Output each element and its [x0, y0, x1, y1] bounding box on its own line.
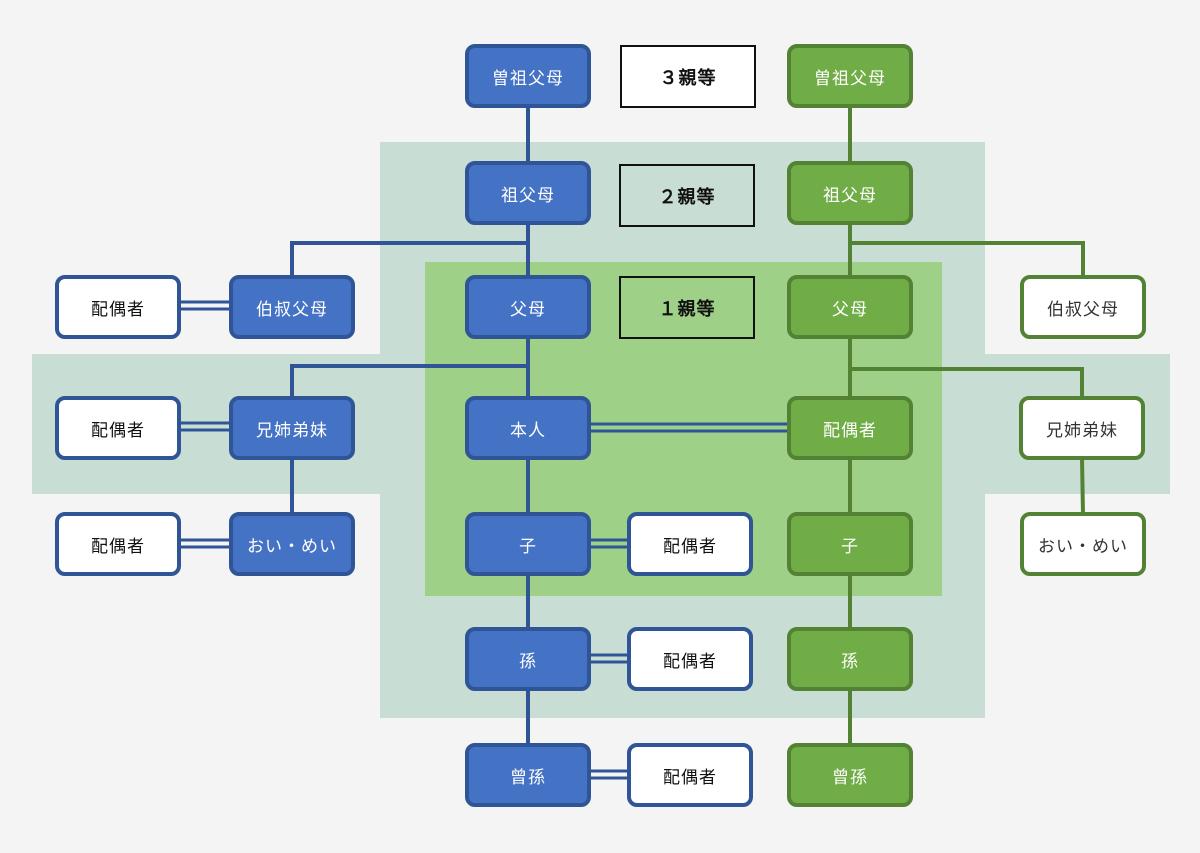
node-self-great-grandchildren[interactable]: 曾孫 — [465, 743, 591, 807]
node-siblings-left[interactable]: 兄姉弟妹 — [229, 396, 355, 460]
degree-label-2: ２親等 — [619, 164, 755, 227]
node-spouse-great-grandparents[interactable]: 曽祖父母 — [787, 44, 913, 108]
node-spouse-grandparents[interactable]: 祖父母 — [787, 161, 913, 225]
node-nephews-nieces-spouse-left[interactable]: 配偶者 — [55, 512, 181, 576]
node-self-grandchildren[interactable]: 孫 — [465, 627, 591, 691]
node-spouse[interactable]: 配偶者 — [787, 396, 913, 460]
node-nephews-nieces-right[interactable]: おい・めい — [1020, 512, 1146, 576]
node-self[interactable]: 本人 — [465, 396, 591, 460]
line-to-uncles-right — [850, 241, 1085, 275]
node-great-grandchildren-spouse[interactable]: 配偶者 — [627, 743, 753, 807]
node-uncles-aunts-spouse-left[interactable]: 配偶者 — [55, 275, 181, 339]
line-to-uncles-left — [290, 241, 528, 275]
node-uncles-aunts-left[interactable]: 伯叔父母 — [229, 275, 355, 339]
node-self-parents[interactable]: 父母 — [465, 275, 591, 339]
node-nephews-nieces-left[interactable]: おい・めい — [229, 512, 355, 576]
node-spouse-parents[interactable]: 父母 — [787, 275, 913, 339]
line-siblings-to-nephews-right — [1080, 457, 1085, 515]
node-siblings-right[interactable]: 兄姉弟妹 — [1019, 396, 1145, 460]
line-to-siblings-left — [290, 364, 528, 396]
node-spouse-grandchildren[interactable]: 孫 — [787, 627, 913, 691]
line-to-siblings-right — [850, 367, 1084, 396]
node-children-spouse[interactable]: 配偶者 — [627, 512, 753, 576]
node-self-children[interactable]: 子 — [465, 512, 591, 576]
node-spouse-children[interactable]: 子 — [787, 512, 913, 576]
node-spouse-great-grandchildren[interactable]: 曾孫 — [787, 743, 913, 807]
node-siblings-spouse-left[interactable]: 配偶者 — [55, 396, 181, 460]
node-self-grandparents[interactable]: 祖父母 — [465, 161, 591, 225]
degree-label-1: １親等 — [619, 276, 755, 339]
node-uncles-aunts-right[interactable]: 伯叔父母 — [1020, 275, 1146, 339]
node-self-great-grandparents[interactable]: 曽祖父母 — [465, 44, 591, 108]
degree-label-3: ３親等 — [620, 45, 756, 108]
node-grandchildren-spouse[interactable]: 配偶者 — [627, 627, 753, 691]
